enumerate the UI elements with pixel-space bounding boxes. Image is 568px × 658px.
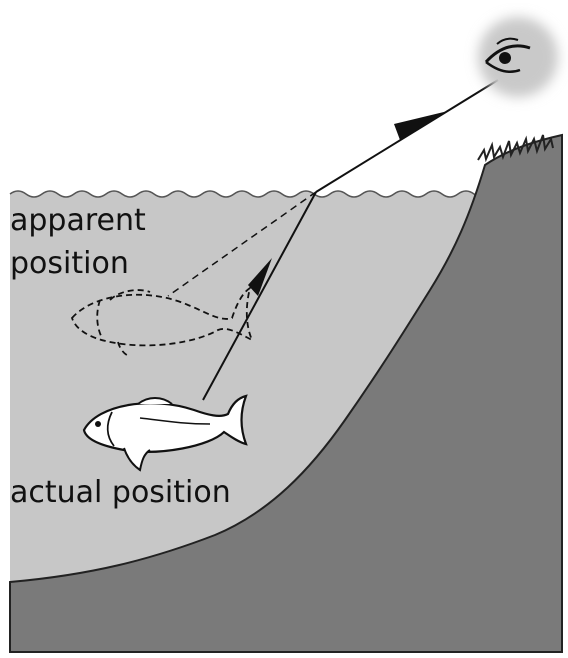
ray-arrow-underwater — [248, 258, 272, 296]
apparent-position-label-line1: apparent — [10, 203, 146, 238]
actual-position-label: actual position — [10, 475, 231, 510]
light-ray-air — [315, 79, 499, 193]
water-surface — [9, 190, 491, 198]
apparent-position-label-line2: position — [10, 246, 129, 281]
light-ray-underwater — [202, 191, 317, 401]
apparent-sight-line — [167, 191, 317, 297]
apparent-fish-icon — [70, 285, 254, 357]
lakebed-ground — [9, 133, 563, 653]
eye-icon — [478, 17, 558, 97]
ray-arrow-air — [394, 111, 448, 140]
grass — [477, 134, 554, 163]
actual-fish-icon — [82, 394, 248, 472]
